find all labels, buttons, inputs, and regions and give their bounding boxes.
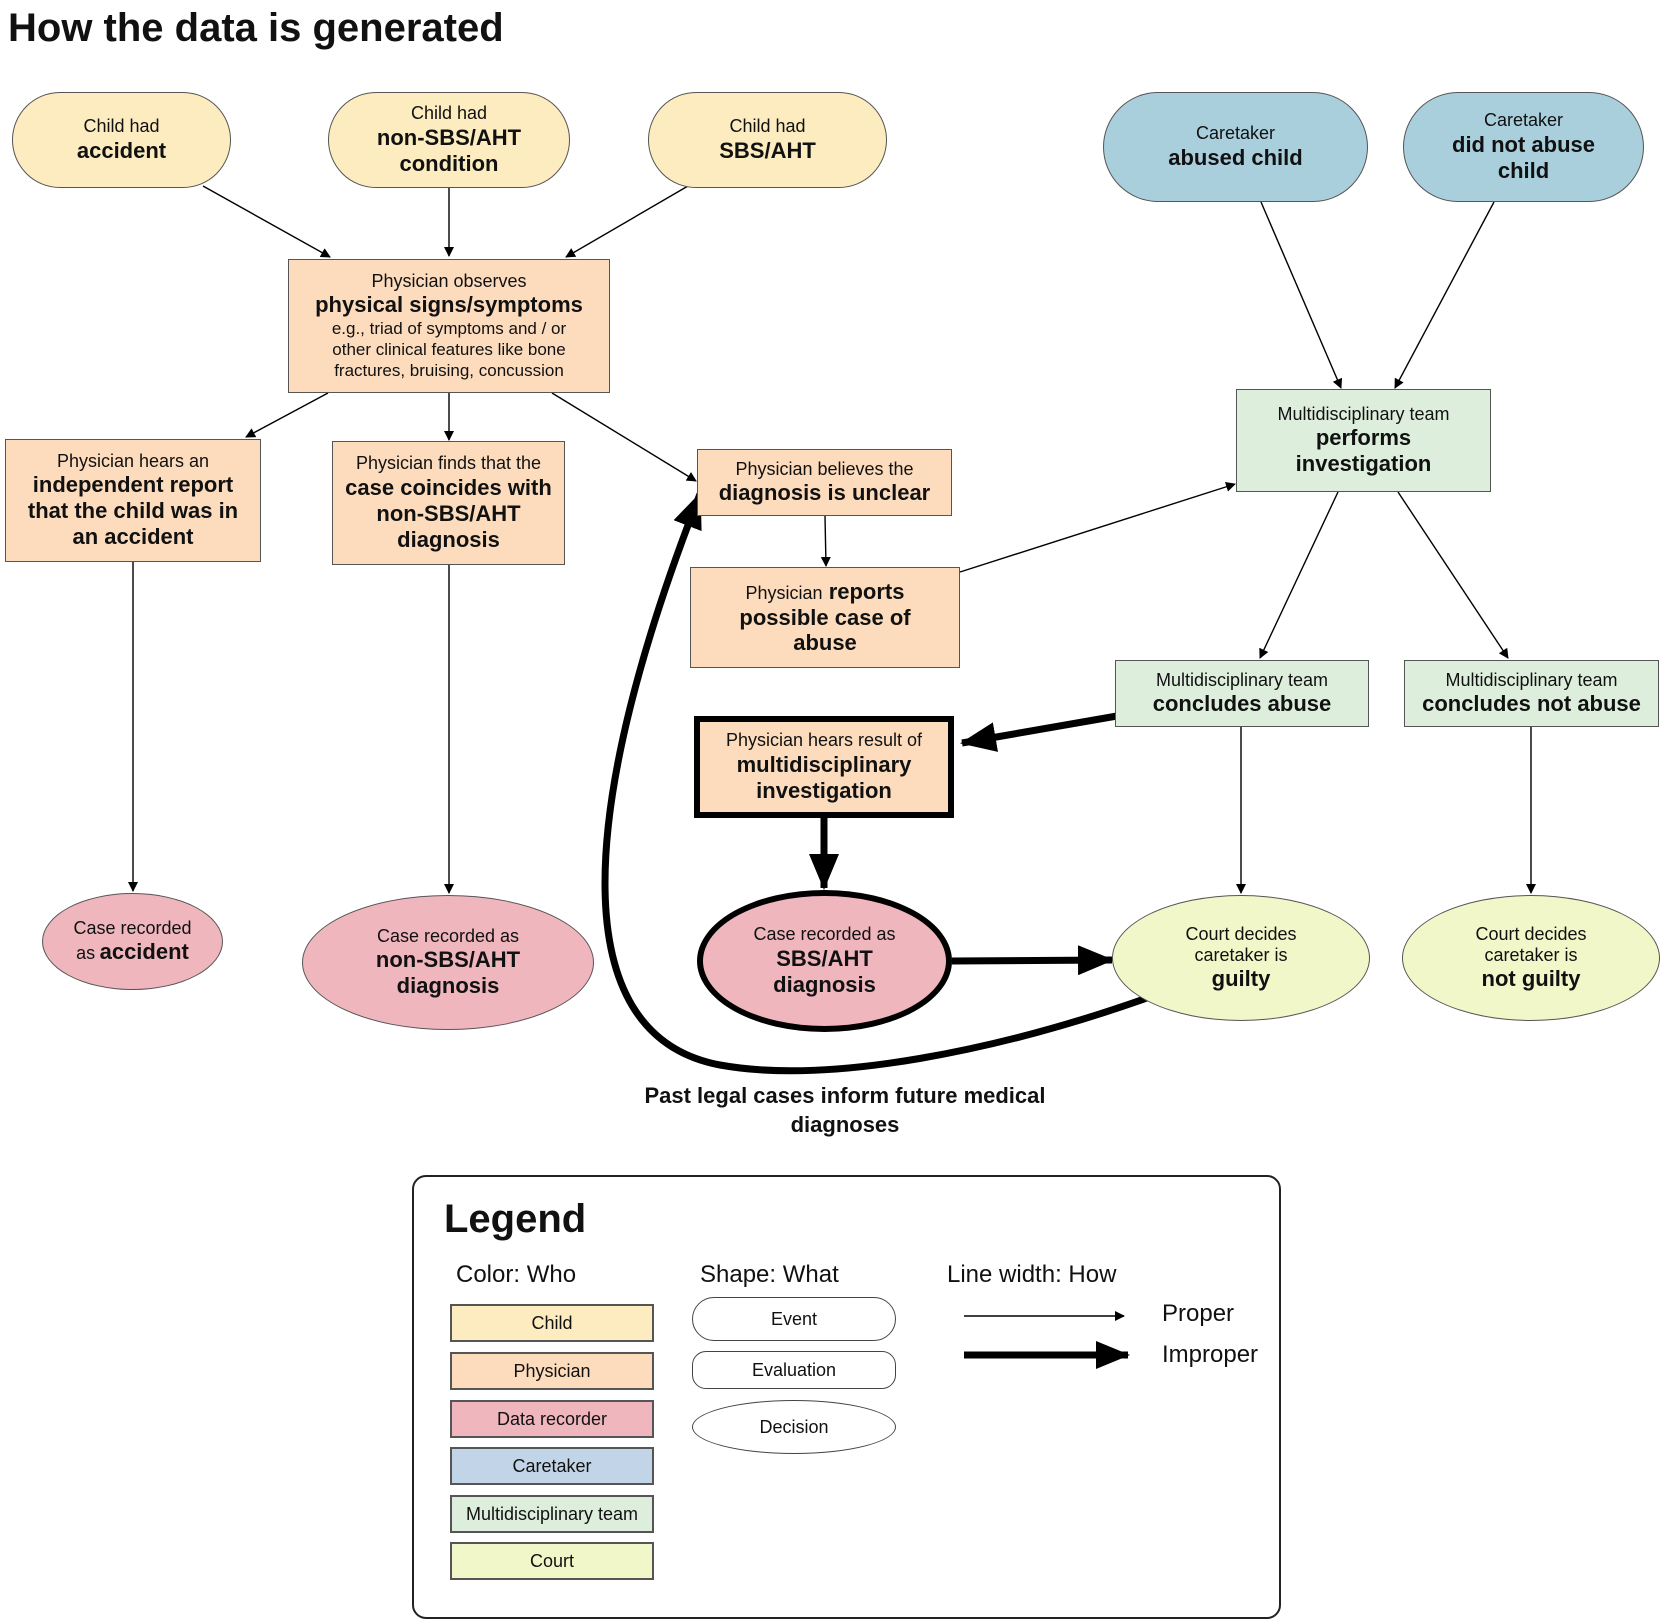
legend-shape-heading: Shape: What [700, 1261, 839, 1288]
legend-swatch-child: Child [450, 1304, 654, 1342]
arrow-team-to-abuse [1259, 491, 1339, 659]
arrow-team-to-not-abuse [1397, 491, 1509, 659]
node-child-non-sbs-condition: Child had non-SBS/AHT condition [328, 92, 570, 188]
arrow-reports-to-team [959, 481, 1236, 573]
legend-swatch-physician: Physician [450, 1352, 654, 1390]
legend-line-samples [964, 1311, 1130, 1369]
arrow-sbs-to-observes [565, 185, 689, 258]
node-physician-believes-unclear: Physician believes the diagnosis is uncl… [697, 449, 952, 516]
node-recorded-sbs: Case recorded as SBS/AHT diagnosis [697, 890, 952, 1032]
legend: Legend Color: Who Shape: What Line width… [412, 1175, 1281, 1619]
node-physician-observes: Physician observes physical signs/sympto… [288, 259, 610, 393]
legend-swatch-data-recorder: Data recorder [450, 1400, 654, 1438]
legend-improper-label: Improper [1162, 1341, 1259, 1368]
thick-arrow-feedback-loop [601, 492, 1149, 1075]
legend-shape-event: Event [692, 1297, 896, 1341]
page-title: How the data is generated [8, 6, 504, 50]
legend-proper-label: Proper [1162, 1300, 1235, 1327]
arrow-abused-to-team [1260, 201, 1343, 389]
arrow-observes-to-report [245, 392, 329, 438]
legend-shape-decision: Decision [692, 1400, 896, 1454]
feedback-loop-annotation: Past legal cases inform future medical d… [644, 1083, 1046, 1137]
node-recorded-accident: Case recorded as accident [42, 893, 223, 990]
node-physician-hears-result: Physician hears result of multidisciplin… [694, 716, 954, 818]
legend-color-heading: Color: Who [456, 1261, 577, 1288]
node-court-not-guilty: Court decides caretaker is not guilty [1402, 895, 1660, 1021]
node-team-performs-investigation: Multidisciplinary team performs investig… [1236, 389, 1491, 492]
legend-swatch-caretaker: Caretaker [450, 1447, 654, 1485]
node-physician-reports-abuse: Physician reports possible case of abuse [690, 567, 960, 668]
arrow-notabused-to-team [1394, 201, 1495, 389]
node-child-accident: Child had accident [12, 92, 231, 188]
node-caretaker-did-not-abuse: Caretaker did not abuse child [1403, 92, 1644, 202]
node-recorded-non-sbs: Case recorded as non-SBS/AHT diagnosis [302, 895, 594, 1030]
node-physician-finds-coincides: Physician finds that the case coincides … [332, 441, 565, 565]
thick-arrow-abuse-to-hears [960, 712, 1118, 752]
arrow-accident-to-observes [202, 185, 331, 258]
arrow-unclear-to-reports [820, 515, 831, 567]
node-team-concludes-not-abuse: Multidisciplinary team concludes not abu… [1404, 660, 1659, 727]
legend-line-heading: Line width: How [947, 1261, 1117, 1288]
node-child-sbs: Child had SBS/AHT [648, 92, 887, 188]
node-physician-hears-report: Physician hears an independent report th… [5, 439, 261, 562]
thick-arrow-rec-sbs-to-guilty [951, 945, 1114, 976]
node-court-guilty: Court decides caretaker is guilty [1112, 895, 1370, 1021]
node-caretaker-abused: Caretaker abused child [1103, 92, 1368, 202]
legend-title: Legend [444, 1197, 587, 1241]
legend-shape-evaluation: Evaluation [692, 1351, 896, 1389]
legend-swatch-team: Multidisciplinary team [450, 1495, 654, 1533]
legend-swatch-court: Court [450, 1542, 654, 1580]
node-team-concludes-abuse: Multidisciplinary team concludes abuse [1115, 660, 1369, 727]
arrow-observes-to-unclear [551, 392, 697, 482]
